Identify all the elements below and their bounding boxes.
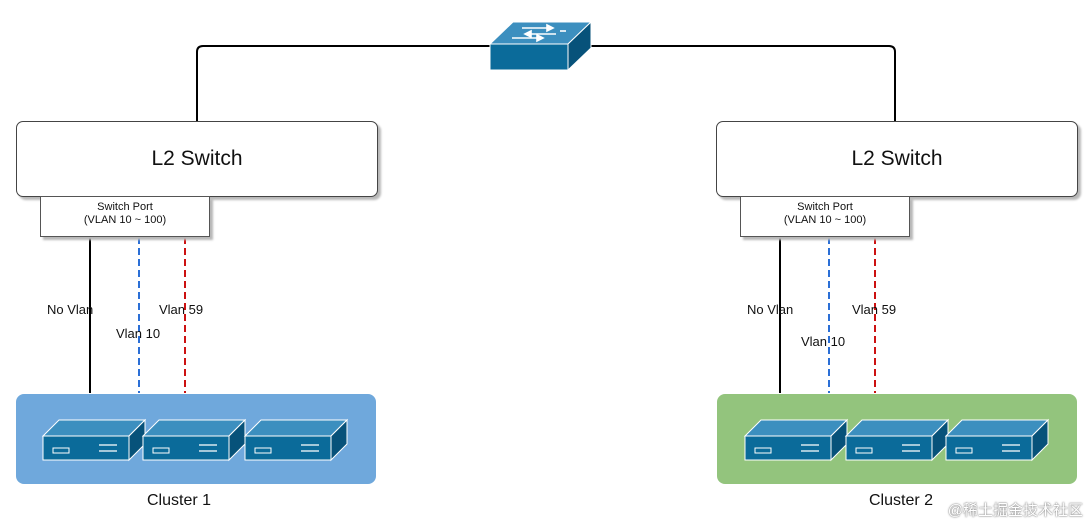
switch-port-right-vlan-range: (VLAN 10 ~ 100) [783, 214, 867, 226]
label-vlan59-right: Vlan 59 [852, 302, 897, 317]
label-vlan10-left: Vlan 10 [116, 326, 161, 341]
label-no-vlan-right: No Vlan [747, 302, 794, 317]
server-icon-cluster1-3 [243, 418, 349, 462]
label-vlan59-left: Vlan 59 [159, 302, 204, 317]
server-icon-cluster2-1 [743, 418, 849, 462]
l2-switch-right: L2 Switch [716, 121, 1078, 197]
label-vlan10-right: Vlan 10 [801, 334, 846, 349]
server-icon-cluster2-3 [944, 418, 1050, 462]
server-icon-cluster2-2 [844, 418, 950, 462]
switch-port-left: Switch Port (VLAN 10 ~ 100) [40, 196, 210, 237]
cluster-1-label: Cluster 1 [147, 492, 212, 509]
switch-port-left-title: Switch Port [97, 201, 153, 213]
uplink-left [196, 45, 490, 121]
switch-port-left-vlan-range: (VLAN 10 ~ 100) [83, 214, 167, 226]
server-icon-cluster1-2 [141, 418, 247, 462]
label-no-vlan-left: No Vlan [47, 302, 94, 317]
watermark: @稀土掘金技术社区 [947, 502, 1083, 519]
cluster-2-label: Cluster 2 [869, 492, 934, 509]
network-switch-icon [488, 20, 593, 72]
uplink-right [591, 45, 896, 121]
l2-switch-left: L2 Switch [16, 121, 378, 197]
switch-port-right-title: Switch Port [797, 201, 853, 213]
switch-port-right: Switch Port (VLAN 10 ~ 100) [740, 196, 910, 237]
l2-switch-left-label: L2 Switch [151, 147, 243, 170]
server-icon-cluster1-1 [41, 418, 147, 462]
l2-switch-right-label: L2 Switch [851, 147, 943, 170]
